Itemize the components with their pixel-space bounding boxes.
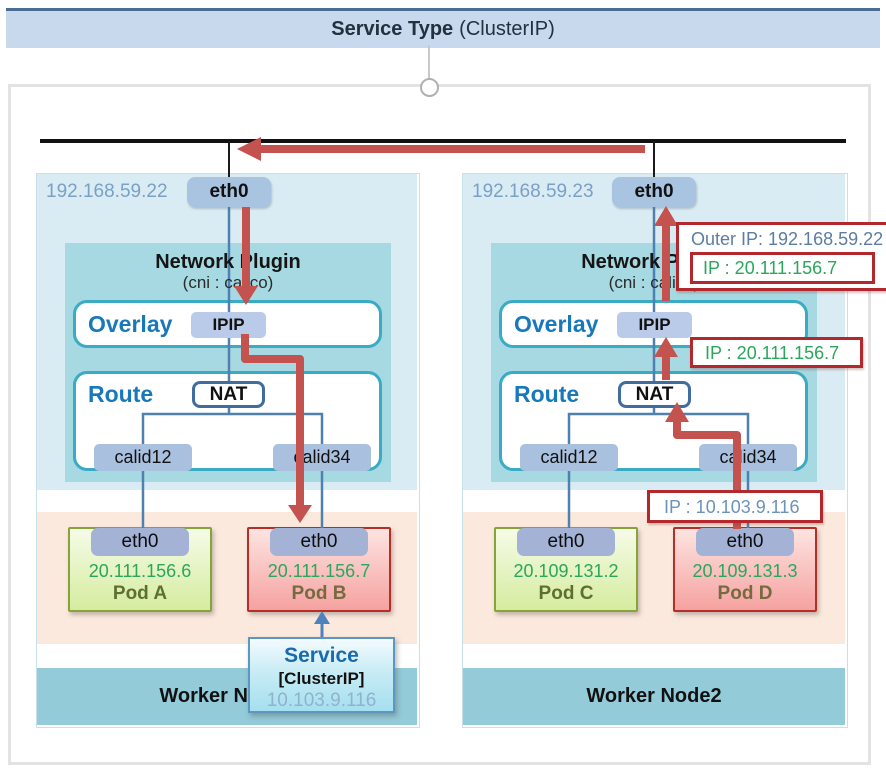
node2-host-ip: 192.168.59.23 xyxy=(472,181,594,202)
node1-eth0-badge: eth0 xyxy=(187,177,271,207)
node1-network-plugin-title: Network Plugin (cni : calico) xyxy=(65,251,391,292)
pod-a-name: Pod A xyxy=(112,583,168,604)
pod-d-name: Pod D xyxy=(717,583,773,604)
banner-title-bold: Service Type xyxy=(331,18,454,40)
pod-c-eth0-badge: eth0 xyxy=(517,528,615,556)
node1-overlay-label: Overlay xyxy=(88,311,173,337)
outer-ip-inner-text: IP : 20.111.156.7 xyxy=(703,258,838,278)
node2-worker-band: Worker Node2 xyxy=(463,668,845,725)
nat-ip-annotation: IP : 10.103.9.116 xyxy=(647,490,823,523)
banner-connector-line xyxy=(428,45,430,80)
pod-d-ip: 20.109.131.3 xyxy=(692,561,798,581)
pod-d-eth0-badge: eth0 xyxy=(696,528,794,556)
plugin-subtitle-text: (cni : calico) xyxy=(182,273,274,292)
node2-eth0-badge: eth0 xyxy=(612,177,696,207)
service-ip: 10.103.9.116 xyxy=(266,690,377,711)
service-title: Service xyxy=(284,644,359,667)
outer-ip-text: Outer IP: 192.168.59.22 xyxy=(691,229,884,249)
outer-ip-annotation: Outer IP: 192.168.59.22 IP : 20.111.156.… xyxy=(676,222,886,291)
node2-nat-badge: NAT xyxy=(618,381,691,408)
node2-worker-label: Worker Node2 xyxy=(586,685,722,707)
node1-nat-badge: NAT xyxy=(192,381,265,408)
node2-ipip-badge: IPIP xyxy=(617,312,692,338)
node1-ipip-badge: IPIP xyxy=(191,312,266,338)
node1-calid34-badge: calid34 xyxy=(273,444,371,471)
node1-route-label: Route xyxy=(88,381,154,407)
pod-a-ip: 20.111.156.6 xyxy=(88,561,192,581)
pod-b-name: Pod B xyxy=(291,583,347,604)
pod-b-eth0-badge: eth0 xyxy=(270,528,368,556)
node2-calid12-badge: calid12 xyxy=(520,444,618,471)
service-subtitle: [ClusterIP] xyxy=(278,669,365,688)
service-type-banner: Service Type (ClusterIP) xyxy=(6,8,880,48)
node2-overlay-label: Overlay xyxy=(514,311,599,337)
banner-title-rest: (ClusterIP) xyxy=(459,18,555,40)
pod-b-ip: 20.111.156.7 xyxy=(267,561,371,581)
node1-host-ip: 192.168.59.22 xyxy=(46,181,168,202)
pod-c-name: Pod C xyxy=(538,583,594,604)
node1-calid12-badge: calid12 xyxy=(94,444,192,471)
pod-c-ip: 20.109.131.2 xyxy=(513,561,619,581)
pod-a-eth0-badge: eth0 xyxy=(91,528,189,556)
service-clusterip-box: Service [ClusterIP] 10.103.9.116 xyxy=(248,637,395,713)
nat-ip-text: IP : 10.103.9.116 xyxy=(664,497,800,517)
ipip-ip-annotation: IP : 20.111.156.7 xyxy=(690,337,863,368)
ipip-ip-text: IP : 20.111.156.7 xyxy=(705,343,840,363)
node2-calid34-badge: calid34 xyxy=(699,444,797,471)
plugin-title-text: Network Plugin xyxy=(155,251,301,273)
outer-ip-inner-box: IP : 20.111.156.7 xyxy=(690,252,875,284)
node2-route-label: Route xyxy=(514,381,580,407)
banner-connector-circle xyxy=(420,78,439,97)
